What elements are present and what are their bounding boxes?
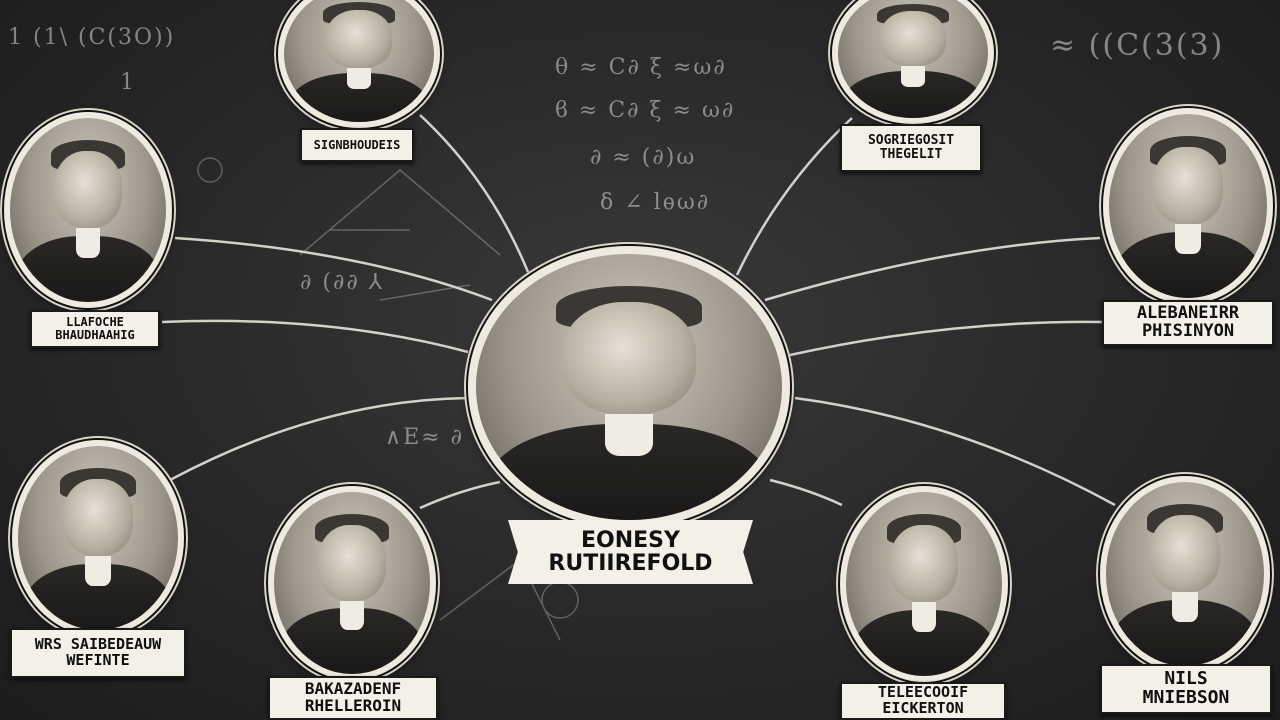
connector-right-upper-b bbox=[789, 320, 1103, 357]
nameplate-right-lower: NILS MNIEBSON bbox=[1100, 664, 1272, 714]
connector-right-upper-a bbox=[764, 236, 1101, 302]
nameplate-top-right: SOGRIEGOSIT THEGELIT bbox=[840, 124, 982, 172]
portrait-left-lower bbox=[12, 440, 184, 636]
chalk-equation-2: ϐ ≈ C∂ ξ ≈ ω∂ bbox=[555, 98, 736, 123]
connector-left-upper-b bbox=[161, 319, 469, 354]
portrait-left-upper bbox=[4, 112, 172, 308]
chalk-top-right: ≈ ((C(3(3) bbox=[1050, 28, 1225, 63]
connector-left-lower bbox=[169, 396, 469, 482]
chalk-equation-3: ∂ ≈ (∂)ω bbox=[590, 145, 697, 170]
portrait-right-upper bbox=[1103, 108, 1273, 304]
chalk-equation-4: δ ∠ lѳω∂ bbox=[600, 190, 711, 215]
portrait-bottom-mid-right bbox=[840, 486, 1008, 682]
connector-left-upper-a bbox=[174, 236, 493, 302]
portrait-center bbox=[468, 246, 790, 528]
nameplate-left-lower: WRS SAIBEDEAUW WEFINTE bbox=[10, 628, 186, 678]
chalk-top-left: 1 (1\ (C(3O)) bbox=[8, 25, 176, 50]
chalk-top-left-2: 1 bbox=[120, 70, 136, 95]
connector-right-lower bbox=[794, 396, 1116, 507]
nameplate-bottom-mid-right: TELEECOOIF EICKERTON bbox=[840, 682, 1006, 720]
center-name-banner: EONESY RUTIIREFOLD bbox=[508, 520, 753, 584]
nameplate-left-upper: LLAFOCHE BHAUDHAAHIG bbox=[30, 310, 160, 348]
chalk-equation-1: θ ≈ C∂ ξ ≈ω∂ bbox=[555, 55, 727, 80]
nameplate-top-left: SIGNBHOUDEIS bbox=[300, 128, 414, 162]
connector-bottom-mid-right bbox=[769, 478, 843, 507]
chalk-lower: ∧E≈ ∂ bbox=[385, 425, 464, 450]
nameplate-right-upper: ALEBANEIRR PHISINYON bbox=[1102, 300, 1274, 346]
portrait-top-left bbox=[278, 0, 440, 128]
chalk-mid-left: ∂ (∂∂ ⅄ bbox=[300, 270, 385, 295]
portrait-top-right bbox=[832, 0, 994, 124]
nameplate-bottom-mid-left: BAKAZADENF RHELLEROIN bbox=[268, 676, 438, 720]
portrait-right-lower bbox=[1100, 476, 1270, 672]
portrait-bottom-mid-left bbox=[268, 486, 436, 680]
connector-top-left bbox=[419, 114, 530, 273]
connector-top-right bbox=[735, 117, 853, 276]
